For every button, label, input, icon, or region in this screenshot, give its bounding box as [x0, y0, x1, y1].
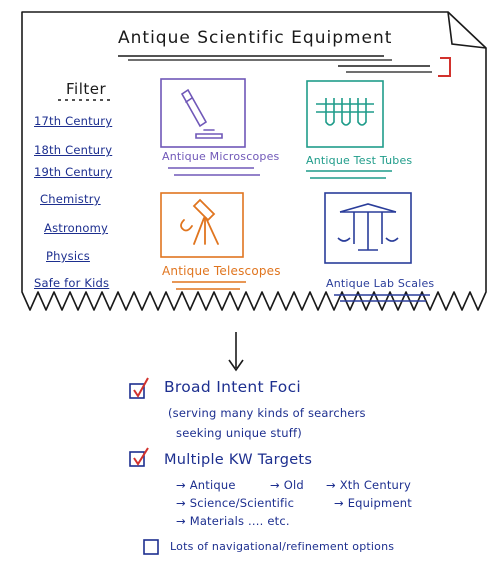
- card-telescopes-image: [160, 192, 244, 258]
- frame-outline: [21, 11, 487, 311]
- note-item1-title: Broad Intent Foci: [164, 378, 302, 396]
- card-lab-scales-image: [324, 192, 412, 264]
- telescope-icon: [180, 198, 219, 245]
- note-item3-title: Lots of navigational/refinement options: [170, 540, 395, 553]
- keyword-materials: → Materials .... etc.: [176, 514, 290, 528]
- keyword-century: → Xth Century: [326, 478, 411, 492]
- filter-item-physics[interactable]: Physics: [46, 249, 90, 263]
- filter-item-18th-century[interactable]: 18th Century: [34, 143, 113, 157]
- filter-item-17th-century[interactable]: 17th Century: [34, 114, 113, 128]
- filter-item-chemistry[interactable]: Chemistry: [40, 192, 101, 206]
- card-test-tubes-image: [306, 80, 384, 148]
- checkbox-checked-icon: [129, 447, 149, 467]
- card-microscopes-label: Antique Microscopes: [162, 150, 280, 163]
- filter-item-safe-for-kids[interactable]: Safe for Kids: [34, 276, 110, 290]
- down-arrow-icon: [228, 332, 244, 372]
- note-item2-title: Multiple KW Targets: [164, 452, 313, 468]
- checkbox-unchecked-icon: [143, 539, 159, 555]
- card-lab-scales-label: Antique Lab Scales: [326, 277, 435, 290]
- keyword-old: → Old: [270, 478, 304, 492]
- note-item1-line1: (serving many kinds of searchers: [168, 406, 366, 420]
- note-item1-line2: seeking unique stuff): [176, 426, 302, 440]
- scale-icon: [337, 203, 399, 251]
- filter-item-19th-century[interactable]: 19th Century: [34, 165, 113, 179]
- card-telescopes-label: Antique Telescopes: [162, 264, 281, 278]
- filter-title: Filter: [66, 80, 107, 98]
- folded-corner: [447, 11, 487, 49]
- keyword-equipment: → Equipment: [334, 496, 412, 510]
- page-title: Antique Scientific Equipment: [118, 28, 393, 48]
- checkbox-checked-icon: [129, 377, 149, 399]
- filter-item-astronomy[interactable]: Astronomy: [44, 221, 109, 235]
- microscope-icon: [180, 88, 223, 139]
- card-microscopes-image: [160, 78, 246, 148]
- keyword-antique: → Antique: [176, 478, 236, 492]
- card-test-tubes-label: Antique Test Tubes: [306, 154, 413, 167]
- red-bracket-icon: [438, 57, 451, 77]
- keyword-science: → Science/Scientific: [176, 496, 295, 510]
- test-tubes-icon: [316, 98, 374, 126]
